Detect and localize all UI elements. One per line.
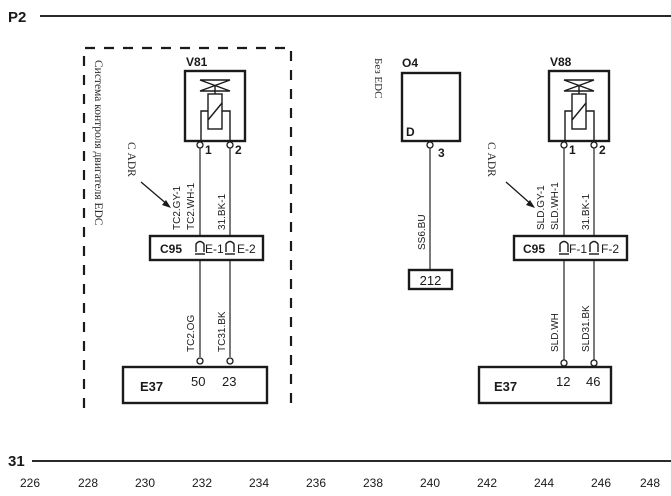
grid-number: 226 <box>20 476 40 490</box>
component-id-o4: O4 <box>402 56 418 70</box>
connector-pin-icon <box>559 240 599 255</box>
connector-c95-right <box>512 234 629 262</box>
component-pin-3 <box>426 141 434 149</box>
wire-label: 31.BK-1 <box>217 193 228 230</box>
grid-number: 248 <box>640 476 660 490</box>
connector-pin-icon <box>195 240 235 255</box>
rail-label-31: 31 <box>8 453 25 470</box>
valve-pin-2 <box>226 141 234 149</box>
arrow-head-icon <box>526 200 535 208</box>
ecu-e37-right <box>477 365 613 405</box>
valve-pin-label: 2 <box>235 143 242 157</box>
valve-pin-1 <box>560 141 568 149</box>
ecu-pin-50 <box>196 357 204 365</box>
valve-pin-1 <box>196 141 204 149</box>
wire-label: SLD.WH <box>550 313 561 352</box>
connector-id: C95 <box>160 242 182 256</box>
grid-number: 228 <box>78 476 98 490</box>
grid-number: 246 <box>591 476 611 490</box>
connector-pin-label: F-2 <box>601 242 619 256</box>
group-right-adr: С ADR V88 1 2 SLD.GY-1 SLD.WH-1 31.BK-1 … <box>477 55 629 405</box>
grid-number: 240 <box>420 476 440 490</box>
wire-label: SS6.BU <box>417 214 428 250</box>
valve-pin-label: 2 <box>599 143 606 157</box>
ecu-e37-left <box>121 365 269 405</box>
valve-pin-2 <box>590 141 598 149</box>
adr-note-right: С ADR <box>485 142 497 177</box>
grid-number: 234 <box>249 476 269 490</box>
connector-c95-left <box>148 234 265 262</box>
ref-box-212 <box>407 268 454 291</box>
grid-number: 232 <box>192 476 212 490</box>
grid-number: 230 <box>135 476 155 490</box>
connector-pin-label: E-1 <box>205 242 224 256</box>
ecu-pin-23 <box>226 357 234 365</box>
valve-v81-box <box>183 69 247 143</box>
wire-label: 31.BK-1 <box>581 193 592 230</box>
solenoid-valve-icon <box>563 79 595 143</box>
valve-id-v81: V81 <box>186 55 208 69</box>
ecu-pin-label: 50 <box>191 374 205 389</box>
solenoid-valve-icon <box>199 79 231 143</box>
ecu-pin-label: 46 <box>586 374 600 389</box>
valve-v88-box <box>547 69 611 143</box>
group-middle-no-edc: Без EDC O4 D 3 SS6.BU 212 <box>372 56 462 291</box>
valve-pin-label: 1 <box>205 143 212 157</box>
wire-label: SLD31.BK <box>581 305 592 352</box>
adr-arrow-left <box>140 181 169 206</box>
wire-label: TC2.OG <box>186 315 197 352</box>
ecu-id: E37 <box>494 379 517 394</box>
component-pin-label: 3 <box>438 146 445 160</box>
ecu-pin-12 <box>560 359 568 367</box>
wire-label: SLD.WH-1 <box>550 182 561 230</box>
ecu-pin-label: 12 <box>556 374 570 389</box>
ecu-id: E37 <box>140 379 163 394</box>
component-inner-label: D <box>406 125 415 139</box>
group-left-edc: Система контроля двигателя EDC С ADR V81… <box>82 46 293 408</box>
edc-system-caption: Система контроля двигателя EDC <box>92 60 104 226</box>
grid-number: 236 <box>306 476 326 490</box>
adr-arrow-right <box>505 181 533 206</box>
ecu-pin-46 <box>590 359 598 367</box>
wire-label: SLD.GY-1 <box>536 185 547 230</box>
valve-pin-label: 1 <box>569 143 576 157</box>
valve-id-v88: V88 <box>550 55 572 69</box>
arrow-head-icon <box>162 200 171 208</box>
connector-id: C95 <box>523 242 545 256</box>
grid-number-row: 226 228 230 232 234 236 238 240 242 244 … <box>20 476 660 490</box>
wire-label: TC31.BK <box>217 311 228 352</box>
adr-note-left: С ADR <box>125 142 137 177</box>
wire-label: TC2.GY-1 <box>172 185 183 230</box>
connector-pin-label: F-1 <box>569 242 587 256</box>
no-edc-caption: Без EDC <box>372 58 384 98</box>
grid-number: 242 <box>477 476 497 490</box>
connector-pin-label: E-2 <box>237 242 256 256</box>
grid-number: 238 <box>363 476 383 490</box>
wire-label: TC2.WH-1 <box>186 182 197 230</box>
ref-box-label: 212 <box>420 273 442 288</box>
rail-label-p2: P2 <box>8 9 26 26</box>
edc-dashed-boundary <box>82 46 293 408</box>
ecu-pin-label: 23 <box>222 374 236 389</box>
grid-number: 244 <box>534 476 554 490</box>
component-o4-box <box>400 71 462 143</box>
